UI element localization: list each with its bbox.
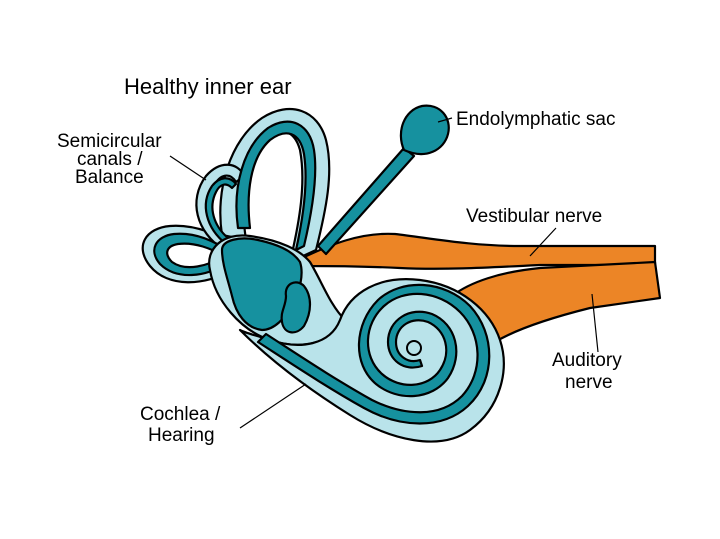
leader-auditory xyxy=(591,293,599,353)
labels: Healthy inner ear Semicircular canals / … xyxy=(57,74,622,446)
label-semicircular-2: canals / xyxy=(77,149,143,170)
leader-vestibular xyxy=(529,227,557,257)
diagram-title: Healthy inner ear xyxy=(124,74,292,99)
vestibule-inner xyxy=(220,237,312,334)
superior-canal-inner xyxy=(235,120,317,252)
cochlear-duct xyxy=(256,283,491,425)
cochlea-apex xyxy=(406,340,422,356)
label-semicircular-3: Balance xyxy=(75,167,144,188)
label-auditory-2: nerve xyxy=(565,372,613,393)
label-semicircular-1: Semicircular xyxy=(57,131,162,152)
posterior-canal-inner xyxy=(204,177,238,246)
leader-lines xyxy=(169,117,599,429)
label-auditory-1: Auditory xyxy=(552,350,622,371)
vestibular-nerve xyxy=(300,232,657,270)
label-cochlea-1: Cochlea / xyxy=(140,404,221,425)
saccule xyxy=(280,281,312,334)
label-endolymphatic-sac: Endolymphatic sac xyxy=(456,109,615,130)
leader-cochlea xyxy=(239,383,307,429)
endolymphatic-duct xyxy=(316,146,416,256)
leader-semicircular xyxy=(169,155,207,181)
leader-endolymphatic xyxy=(437,117,453,123)
label-cochlea-2: Hearing xyxy=(148,425,215,446)
label-vestibular-nerve: Vestibular nerve xyxy=(466,206,602,227)
endolymphatic-group xyxy=(316,104,450,256)
cochlea-spiral xyxy=(256,283,491,425)
endolymphatic-sac xyxy=(399,104,450,156)
